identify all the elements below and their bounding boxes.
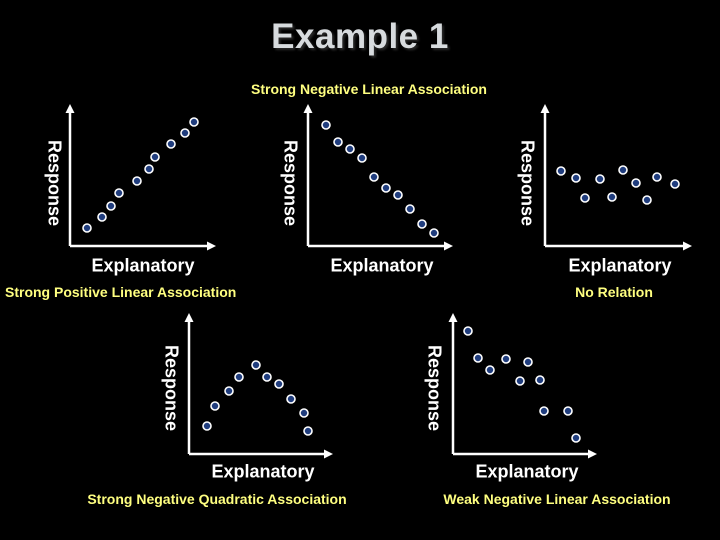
data-point [580, 193, 590, 203]
scatter-plot-no-relation [540, 104, 692, 251]
slide-title: Example 1 [271, 17, 449, 56]
data-point [299, 408, 309, 418]
data-point [180, 128, 190, 138]
scatter-plot-strong-negative-linear [303, 104, 453, 251]
data-point [144, 164, 154, 174]
scatter-plot-strong-positive-linear [65, 104, 216, 251]
data-point [523, 357, 533, 367]
data-point [595, 174, 605, 184]
data-point [393, 190, 403, 200]
data-point [262, 372, 272, 382]
caption-strong-negative-linear: Strong Negative Linear Association [251, 81, 487, 97]
data-point [670, 179, 680, 189]
data-point [381, 183, 391, 193]
x-axis-label-no-relation: Explanatory [568, 255, 672, 276]
data-point [463, 326, 473, 336]
data-point [563, 406, 573, 416]
data-point [114, 188, 124, 198]
data-point [97, 212, 107, 222]
data-point [106, 201, 116, 211]
y-axis-label-negative-quadratic: Response [161, 344, 182, 432]
data-point [234, 372, 244, 382]
data-point [515, 376, 525, 386]
data-point [539, 406, 549, 416]
y-axis-arrow-icon [184, 313, 194, 322]
x-axis-arrow-icon [324, 449, 333, 459]
data-point [132, 176, 142, 186]
x-axis-arrow-icon [207, 241, 216, 251]
data-point [631, 178, 641, 188]
caption-no-relation: No Relation [575, 284, 653, 300]
y-axis-label-negative-linear: Response [280, 139, 301, 227]
data-point [202, 421, 212, 431]
data-point [556, 166, 566, 176]
x-axis-arrow-icon [683, 241, 692, 251]
y-axis-label-no-relation: Response [517, 139, 538, 227]
data-point [501, 354, 511, 364]
data-point [333, 137, 343, 147]
data-point [485, 365, 495, 375]
data-point [642, 195, 652, 205]
x-axis-arrow-icon [588, 449, 597, 459]
data-point [607, 192, 617, 202]
data-point [224, 386, 234, 396]
y-axis-arrow-icon [65, 104, 75, 113]
data-point [345, 144, 355, 154]
x-axis-label-negative-linear: Explanatory [330, 255, 434, 276]
data-point [251, 360, 261, 370]
y-axis-label-weak-negative: Response [424, 344, 445, 432]
caption-weak-negative-linear: Weak Negative Linear Association [443, 491, 671, 507]
y-axis-arrow-icon [448, 313, 458, 322]
data-point [321, 120, 331, 130]
x-axis-label-weak-negative: Explanatory [475, 461, 579, 482]
data-point [405, 204, 415, 214]
scatter-plot-strong-negative-quadratic [184, 313, 333, 459]
y-axis-label-positive-linear: Response [44, 139, 65, 227]
data-point [286, 394, 296, 404]
caption-strong-positive-linear: Strong Positive Linear Association [5, 284, 237, 300]
scatter-plot-weak-negative-linear [448, 313, 597, 459]
data-point [535, 375, 545, 385]
data-point [166, 139, 176, 149]
y-axis-arrow-icon [540, 104, 550, 113]
data-point [618, 165, 628, 175]
data-point [473, 353, 483, 363]
data-point [429, 228, 439, 238]
y-axis-arrow-icon [303, 104, 313, 113]
data-point [652, 172, 662, 182]
data-point [189, 117, 199, 127]
data-point [571, 173, 581, 183]
data-point [369, 172, 379, 182]
data-point [274, 379, 284, 389]
x-axis-arrow-icon [444, 241, 453, 251]
data-point [210, 401, 220, 411]
data-point [357, 153, 367, 163]
data-point [150, 152, 160, 162]
data-point [82, 223, 92, 233]
x-axis-label-negative-quadratic: Explanatory [211, 461, 315, 482]
data-point [571, 433, 581, 443]
caption-strong-negative-quadratic: Strong Negative Quadratic Association [87, 491, 347, 507]
x-axis-label-positive-linear: Explanatory [91, 255, 195, 276]
data-point [417, 219, 427, 229]
data-point [303, 426, 313, 436]
